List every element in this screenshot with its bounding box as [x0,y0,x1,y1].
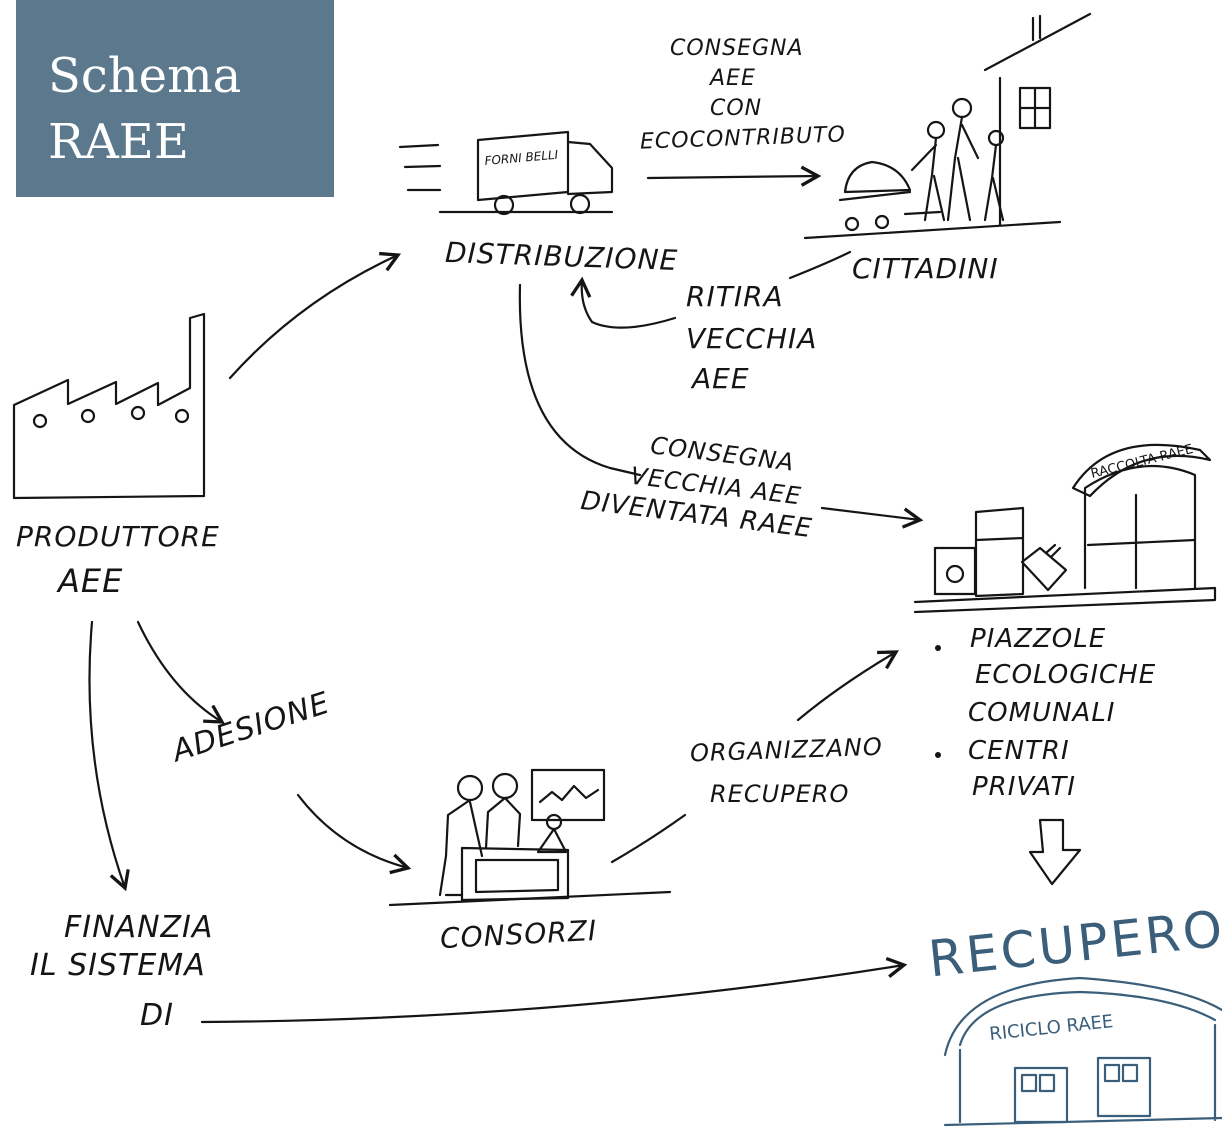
riciclo-sign: RICICLO RAEE [988,1011,1114,1045]
down-arrow-icon [1028,818,1082,886]
bullet-piazzole [935,645,941,651]
arrow-organizzano-piazzole [796,650,899,722]
arrow-produttore-adesione [136,620,225,724]
centri-label-1: CENTRI [968,736,1070,766]
raccolta-raee-icon [913,443,1217,614]
arrow-ritira-distribuzione [570,276,677,329]
arrow-finanzia-recupero [200,957,908,1024]
arrow-produttore-distribuzione [228,251,402,380]
finanzia-label-2: IL SISTEMA [30,948,206,983]
cittadini-label: CITTADINI [852,252,999,285]
title-line-2: RAEE [48,114,189,170]
ritira-label-1: RITIRA [686,280,784,313]
truck-icon [398,130,614,216]
arrow-cittadini-ritira [788,250,852,280]
consorzi-office-icon [388,768,672,907]
arrow-consegna-raccolta [820,506,924,529]
title-box: Schema RAEE [16,0,334,197]
piazzole-label-3: COMUNALI [968,698,1116,728]
bullet-centri [935,752,941,758]
consegna-aee-label-3: CON [710,96,763,121]
consegna-aee-label-1: CONSEGNA [670,36,804,61]
arrow-distribuzione-raccolta [518,283,642,477]
ritira-label-2: VECCHIA [686,322,818,355]
arrow-consorzi-piazzole [610,813,687,864]
family-house-icon [803,12,1092,240]
arrow-produttore-finanzia [88,620,130,892]
factory-icon [12,312,206,500]
consegna-aee-label-2: AEE [710,66,756,91]
arrow-distribuzione-cittadini [646,165,822,187]
produttore-label-2: AEE [58,562,124,600]
raccolta-sign: RACCOLTA RAEE [1089,442,1194,482]
ritira-label-3: AEE [692,362,750,395]
piazzole-label-1: PIAZZOLE [970,624,1107,654]
organizzano-label-2: RECUPERO [710,780,850,808]
truck-sign: FORNI BELLI [484,148,559,168]
title-line-1: Schema [48,48,242,104]
finanzia-label-1: FINANZIA [64,910,214,945]
centri-label-2: PRIVATI [972,772,1076,802]
piazzole-label-2: ECOLOGICHE [975,660,1157,690]
produttore-label-1: PRODUTTORE [16,520,220,553]
riciclo-raee-icon [943,976,1222,1127]
finanzia-label-3: DI [140,998,174,1033]
arrow-adesione-consorzi [296,793,412,875]
